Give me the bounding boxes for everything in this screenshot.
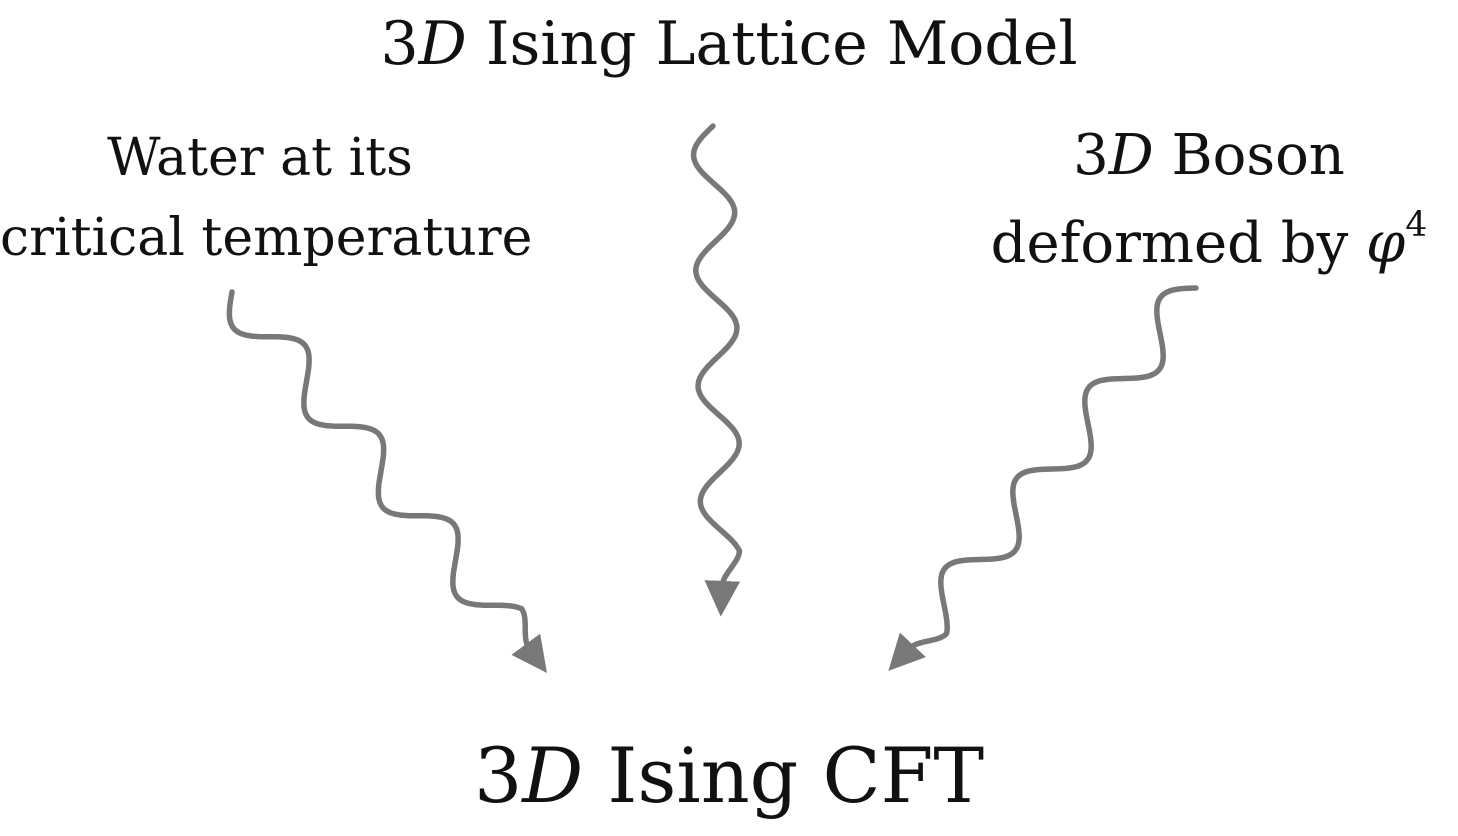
right-node-label: 3D Boson deformed by φ4 xyxy=(960,112,1458,288)
wavy-arrow-right xyxy=(888,285,1199,671)
right-node-line2: deformed by φ4 xyxy=(960,200,1458,288)
phi-exponent: 4 xyxy=(1405,204,1428,245)
top-node-label: 3D Ising Lattice Model xyxy=(0,14,1458,74)
left-node-label: Water at its critical temperature xyxy=(0,118,533,278)
left-node-line2: critical temperature xyxy=(0,208,533,268)
right-node-dimension: D xyxy=(1108,123,1154,188)
bottom-node-dimension: D xyxy=(522,731,584,820)
bottom-node-suffix: Ising CFT xyxy=(583,731,985,820)
top-node-suffix: Ising Lattice Model xyxy=(466,9,1078,79)
bottom-node-label: 3D Ising CFT xyxy=(0,738,1458,814)
right-node-line1: 3D Boson xyxy=(960,112,1458,200)
right-node-deformed-text: deformed by xyxy=(990,211,1367,276)
phi-symbol: φ xyxy=(1366,211,1406,276)
top-node-dimension: D xyxy=(418,9,467,79)
left-node-line1: Water at its xyxy=(107,128,413,188)
wavy-arrow-center xyxy=(690,123,743,617)
bottom-node-prefix: 3 xyxy=(473,731,523,820)
right-node-prefix: 3 xyxy=(1073,123,1109,188)
wavy-arrow-left xyxy=(226,289,547,674)
right-node-suffix: Boson xyxy=(1153,123,1345,188)
top-node-prefix: 3 xyxy=(380,9,419,79)
